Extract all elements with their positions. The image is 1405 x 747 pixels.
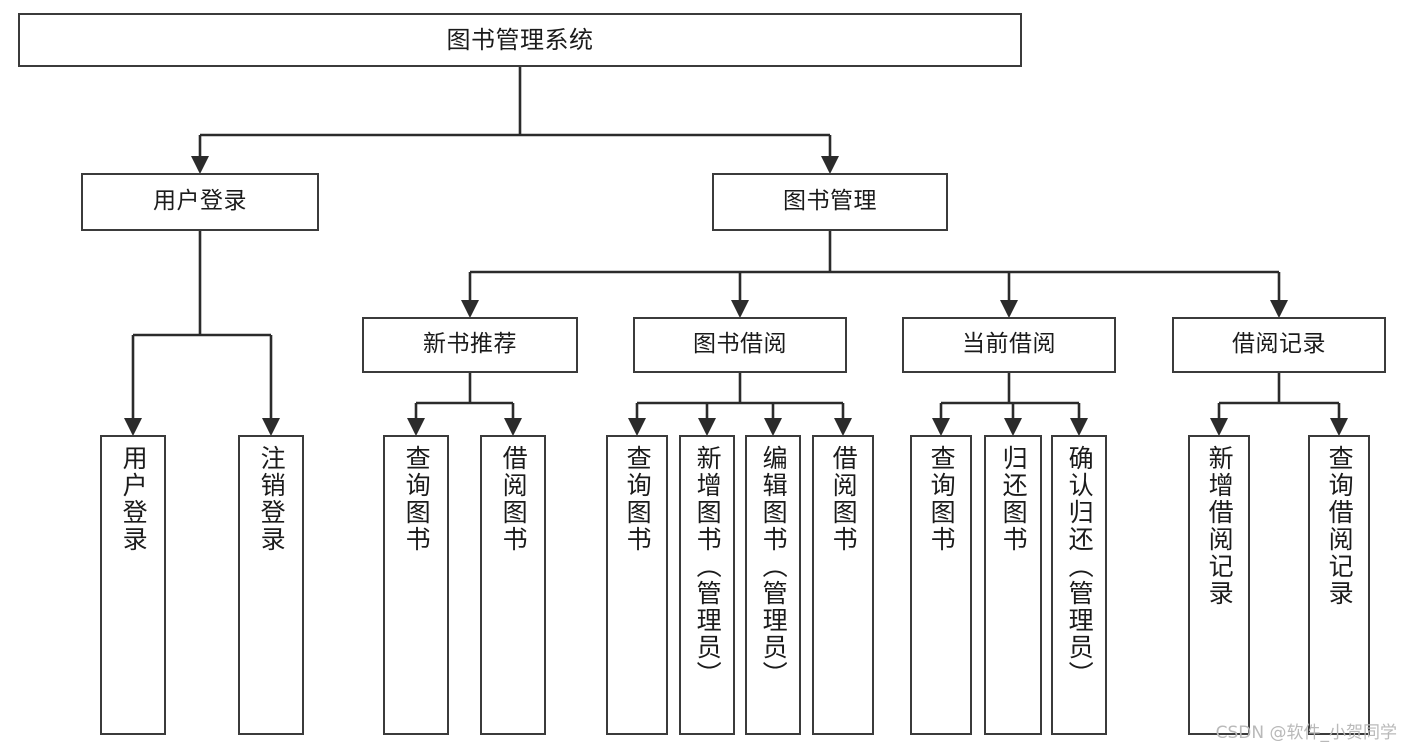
node-root-label: 图书管理系统 <box>446 25 594 54</box>
leaf-query-book-1-label: 查询图书 <box>402 445 432 553</box>
leaf-add-borrow-record[interactable]: 新增借阅记录 <box>1188 435 1250 735</box>
leaf-confirm-return-admin[interactable]: 确认归还（管理员） <box>1051 435 1107 735</box>
node-book-management-label: 图书管理 <box>783 188 877 215</box>
node-borrow-record-label: 借阅记录 <box>1232 331 1326 358</box>
node-root[interactable]: 图书管理系统 <box>18 13 1022 67</box>
leaf-query-borrow-record-label: 查询借阅记录 <box>1325 445 1355 607</box>
node-current-borrow-label: 当前借阅 <box>962 331 1056 358</box>
node-new-book-recommendation-label: 新书推荐 <box>423 331 517 358</box>
leaf-edit-book-admin-label: 编辑图书（管理员） <box>759 445 789 688</box>
leaf-user-login-label: 用户登录 <box>119 445 149 553</box>
leaf-edit-book-admin[interactable]: 编辑图书（管理员） <box>745 435 801 735</box>
node-book-borrow[interactable]: 图书借阅 <box>633 317 847 373</box>
node-user-login[interactable]: 用户登录 <box>81 173 319 231</box>
leaf-confirm-return-admin-label: 确认归还（管理员） <box>1065 445 1095 688</box>
leaf-user-logout-label: 注销登录 <box>257 445 287 553</box>
node-borrow-record[interactable]: 借阅记录 <box>1172 317 1386 373</box>
node-current-borrow[interactable]: 当前借阅 <box>902 317 1116 373</box>
leaf-borrow-book-2[interactable]: 借阅图书 <box>812 435 874 735</box>
node-new-book-recommendation[interactable]: 新书推荐 <box>362 317 578 373</box>
leaf-borrow-book-1[interactable]: 借阅图书 <box>480 435 546 735</box>
csdn-watermark: CSDN @软件_小贺同学 <box>1215 723 1397 743</box>
node-book-management[interactable]: 图书管理 <box>712 173 948 231</box>
leaf-borrow-book-1-label: 借阅图书 <box>499 445 529 553</box>
node-user-login-label: 用户登录 <box>153 188 247 215</box>
leaf-query-borrow-record[interactable]: 查询借阅记录 <box>1308 435 1370 735</box>
leaf-add-borrow-record-label: 新增借阅记录 <box>1205 445 1235 607</box>
leaf-add-book-admin-label: 新增图书（管理员） <box>693 445 723 688</box>
leaf-query-book-1[interactable]: 查询图书 <box>383 435 449 735</box>
leaf-borrow-book-2-label: 借阅图书 <box>829 445 859 553</box>
leaf-return-book[interactable]: 归还图书 <box>984 435 1042 735</box>
leaf-query-book-3[interactable]: 查询图书 <box>910 435 972 735</box>
leaf-user-logout[interactable]: 注销登录 <box>238 435 304 735</box>
leaf-query-book-3-label: 查询图书 <box>927 445 957 553</box>
leaf-query-book-2-label: 查询图书 <box>623 445 653 553</box>
leaf-query-book-2[interactable]: 查询图书 <box>606 435 668 735</box>
leaf-add-book-admin[interactable]: 新增图书（管理员） <box>679 435 735 735</box>
node-book-borrow-label: 图书借阅 <box>693 331 787 358</box>
leaf-user-login[interactable]: 用户登录 <box>100 435 166 735</box>
leaf-return-book-label: 归还图书 <box>999 445 1029 553</box>
